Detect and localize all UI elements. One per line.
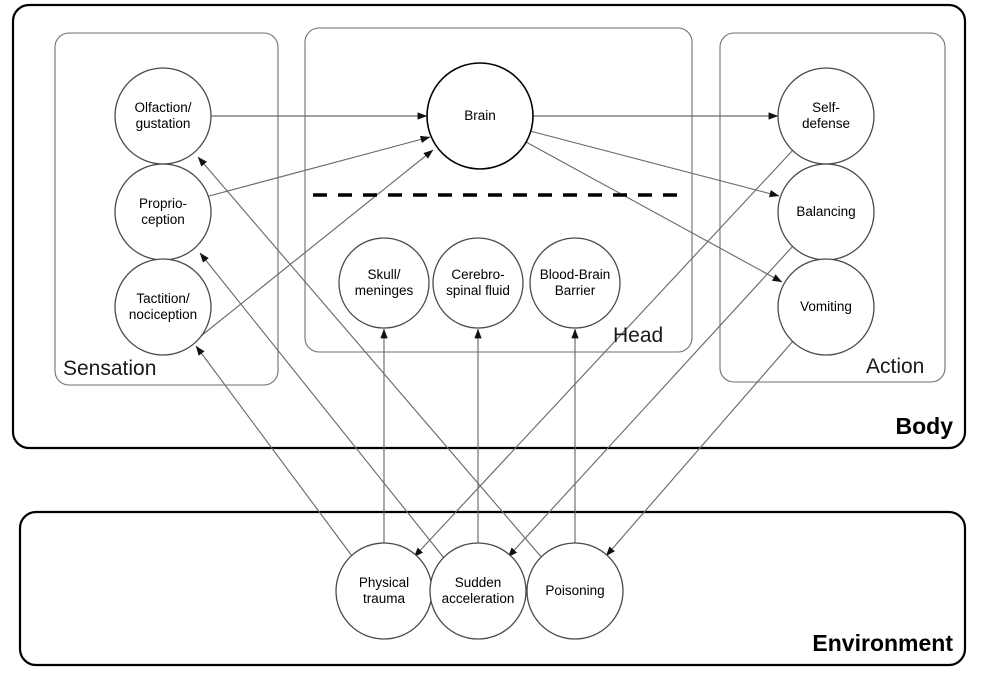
node-tactition[interactable]: Tactition/nociception: [114, 258, 212, 356]
node-brain[interactable]: Brain: [426, 62, 534, 170]
node-label-skull: Skull/meninges: [355, 267, 414, 298]
node-circle-sudden-acceleration: [429, 542, 527, 640]
group-label-action: Action: [866, 355, 924, 378]
node-circle-bbb: [529, 237, 621, 329]
edge-sudden-acceleration-proprioception: [199, 252, 445, 559]
group-label-sensation: Sensation: [63, 357, 156, 380]
edge-physical-trauma-tactition: [195, 345, 353, 557]
container-label-body: Body: [896, 413, 954, 439]
groups-layer: [54, 27, 946, 386]
edges-layer: [195, 112, 794, 560]
node-circle-vomiting: [777, 258, 875, 356]
node-circle-csf: [432, 237, 524, 329]
group-action: [719, 32, 946, 383]
edge-brain-balancing: [529, 130, 780, 198]
node-csf[interactable]: Cerebro-spinal fluid: [432, 237, 524, 329]
node-label-self-defense: Self-defense: [802, 100, 850, 131]
node-circle-brain: [426, 62, 534, 170]
node-circle-tactition: [114, 258, 212, 356]
container-environment: [18, 510, 967, 667]
container-body: [11, 3, 967, 450]
node-label-balancing: Balancing: [796, 204, 855, 219]
edge-vomiting-poisoning: [605, 340, 794, 557]
group-label-head: Head: [613, 324, 663, 347]
container-label-environment: Environment: [812, 630, 953, 656]
node-label-olfaction: Olfaction/gustation: [134, 100, 191, 131]
nodes-layer: Olfaction/gustationProprio-ceptionTactit…: [114, 62, 875, 640]
node-label-poisoning: Poisoning: [545, 583, 604, 598]
node-balancing[interactable]: Balancing: [777, 163, 875, 261]
node-proprioception[interactable]: Proprio-ception: [114, 163, 212, 261]
node-olfaction[interactable]: Olfaction/gustation: [114, 67, 212, 165]
containers-layer: [11, 3, 967, 667]
edge-poisoning-olfaction: [197, 156, 544, 560]
edge-balancing-suddenacceleration: [507, 245, 794, 558]
group-head: [304, 27, 693, 353]
edge-selfdefense-physicaltrauma: [413, 149, 794, 558]
node-circle-poisoning: [526, 542, 624, 640]
node-label-proprioception: Proprio-ception: [139, 196, 187, 227]
node-label-brain: Brain: [464, 108, 496, 123]
node-label-tactition: Tactition/nociception: [129, 291, 197, 322]
node-label-vomiting: Vomiting: [800, 299, 852, 314]
node-poisoning[interactable]: Poisoning: [526, 542, 624, 640]
edge-tactition-brain: [195, 149, 434, 341]
node-skull[interactable]: Skull/meninges: [338, 237, 430, 329]
node-circle-skull: [338, 237, 430, 329]
node-vomiting[interactable]: Vomiting: [777, 258, 875, 356]
group-sensation: [54, 32, 279, 386]
edge-brain-vomiting: [525, 141, 783, 283]
node-label-csf: Cerebro-spinal fluid: [446, 267, 510, 298]
node-self-defense[interactable]: Self-defense: [777, 67, 875, 165]
edge-proprioception-brain: [208, 135, 431, 197]
